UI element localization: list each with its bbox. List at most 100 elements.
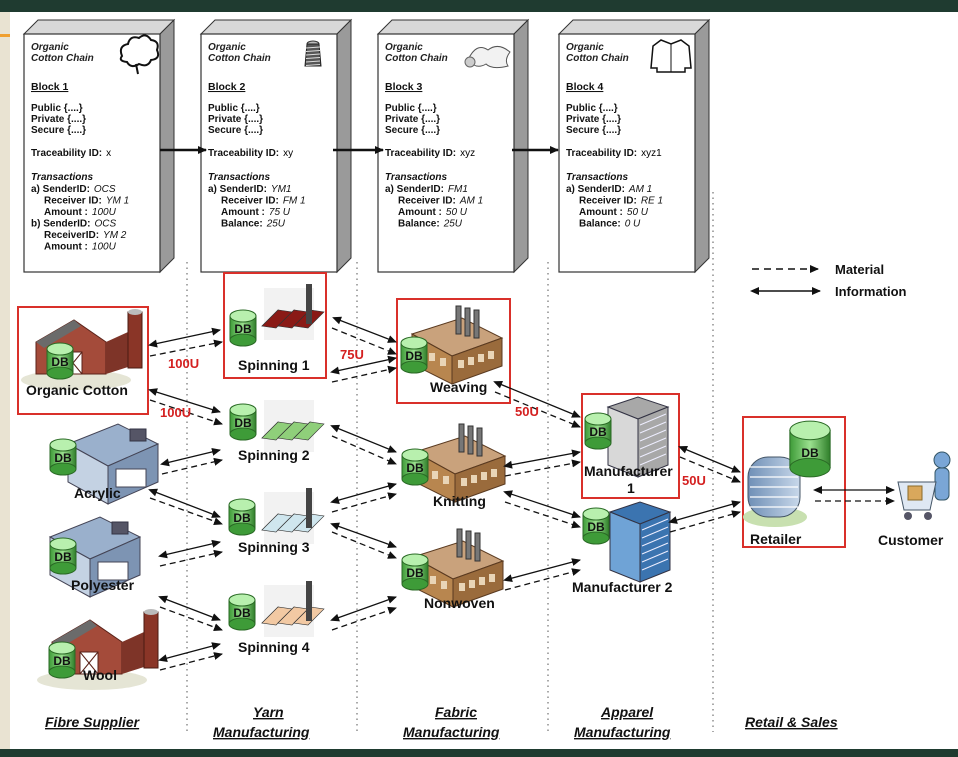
block-chain-line2: Cotton Chain bbox=[566, 53, 629, 64]
transaction-key: Receiver ID: bbox=[398, 196, 456, 207]
organic-cotton-barn-icon bbox=[21, 309, 143, 390]
transaction-value: YM 1 bbox=[106, 196, 129, 207]
block-title: Block 2 bbox=[208, 81, 246, 93]
block-field: Public {....} bbox=[31, 103, 83, 114]
block-chain-line1: Organic bbox=[385, 42, 423, 53]
block-side-face bbox=[336, 18, 352, 274]
traceability-value: xy bbox=[283, 148, 293, 159]
label-manufacturer-1: Manufacturer bbox=[584, 463, 673, 479]
transaction-value: 50 U bbox=[627, 207, 649, 218]
transaction-value: 100U bbox=[92, 242, 117, 253]
transaction-line: a) SenderID:YM1 bbox=[208, 184, 291, 195]
block-field: Private {....} bbox=[566, 114, 621, 125]
transaction-line: Amount : 100U bbox=[44, 207, 117, 218]
material-arrow bbox=[331, 365, 397, 383]
transaction-line: a) SenderID:AM 1 bbox=[566, 184, 652, 195]
manufacturer-2-building-icon bbox=[608, 501, 672, 583]
transaction-value: AM 1 bbox=[459, 196, 483, 207]
stage-fibre-supplier: Fibre Supplier bbox=[45, 714, 141, 730]
amount-label: 100U bbox=[160, 405, 191, 420]
transaction-key: ReceiverID: bbox=[44, 230, 99, 241]
spinning-1-mill-icon bbox=[261, 284, 325, 340]
label-acrylic: Acrylic bbox=[74, 485, 121, 501]
label-retailer: Retailer bbox=[750, 531, 802, 547]
traceability-value: x bbox=[106, 148, 111, 159]
material-arrow bbox=[331, 531, 397, 559]
transaction-key: Amount : bbox=[44, 207, 88, 218]
amount-label: 100U bbox=[168, 356, 199, 371]
label-wool: Wool bbox=[83, 667, 117, 683]
block-field: Secure {....} bbox=[385, 125, 440, 136]
db-label: DB bbox=[54, 451, 72, 465]
block-field: Secure {....} bbox=[31, 125, 86, 136]
traceability-line: Traceability ID:xy bbox=[208, 148, 293, 159]
database-icon: DB bbox=[48, 641, 76, 679]
information-arrow bbox=[503, 490, 581, 519]
block-title: Block 1 bbox=[31, 81, 69, 93]
information-arrow bbox=[332, 316, 397, 343]
block-chain-line1: Organic bbox=[566, 42, 604, 53]
material-arrow bbox=[161, 457, 223, 475]
transactions-label: Transactions bbox=[385, 172, 447, 183]
material-arrow bbox=[504, 568, 581, 591]
transactions-label: Transactions bbox=[566, 172, 628, 183]
transaction-key: Amount : bbox=[579, 207, 623, 218]
material-arrow bbox=[149, 339, 223, 357]
customer-shopper-icon bbox=[897, 451, 951, 520]
material-arrow bbox=[149, 399, 223, 426]
material-arrow bbox=[494, 391, 581, 428]
information-arrow bbox=[503, 449, 581, 469]
transaction-key: Balance: bbox=[221, 219, 263, 230]
transaction-key: Amount : bbox=[44, 242, 88, 253]
block-chain-line2: Cotton Chain bbox=[208, 53, 271, 64]
traceability-line: Traceability ID:xyz bbox=[385, 148, 475, 159]
stage-fabric-line2: Manufacturing bbox=[403, 724, 500, 740]
transaction-line: Amount : 50 U bbox=[579, 207, 649, 218]
block-front-face bbox=[377, 33, 515, 273]
material-arrow bbox=[159, 606, 223, 631]
transaction-line: Amount : 100U bbox=[44, 242, 117, 253]
manufacturer-1-building-icon bbox=[606, 396, 670, 478]
db-label: DB bbox=[406, 461, 424, 475]
transaction-key: a) SenderID: bbox=[566, 184, 625, 195]
traceability-line: Traceability ID:xyz1 bbox=[566, 148, 662, 159]
material-arrow bbox=[331, 606, 397, 631]
transaction-value: 100U bbox=[92, 207, 117, 218]
amount-label: 50U bbox=[515, 404, 539, 419]
information-arrow bbox=[330, 595, 397, 622]
database-icon: DB bbox=[401, 553, 429, 591]
transaction-line: Balance:25U bbox=[221, 219, 286, 230]
information-arrow bbox=[668, 500, 741, 524]
acrylic-factory-icon bbox=[66, 423, 160, 505]
transaction-value: YM 2 bbox=[103, 230, 127, 241]
db-label: DB bbox=[233, 511, 251, 525]
transaction-value: AM 1 bbox=[628, 184, 652, 195]
block-field: Public {....} bbox=[208, 103, 260, 114]
information-arrow bbox=[158, 539, 221, 559]
block-side-face bbox=[513, 18, 529, 274]
spinning-4-mill-icon bbox=[261, 581, 325, 637]
transaction-line: Receiver ID:RE 1 bbox=[579, 196, 663, 207]
db-label: DB bbox=[405, 349, 423, 363]
block-front-face bbox=[558, 33, 696, 273]
block-field: Private {....} bbox=[385, 114, 440, 125]
transaction-key: Receiver ID: bbox=[44, 196, 102, 207]
database-icon: DB bbox=[229, 403, 257, 441]
db-label: DB bbox=[234, 322, 252, 336]
block-field: Public {....} bbox=[566, 103, 618, 114]
amount-label: 50U bbox=[682, 473, 706, 488]
information-arrow bbox=[330, 424, 397, 453]
transactions-label: Transactions bbox=[31, 172, 93, 183]
transaction-value: 25U bbox=[443, 219, 463, 230]
db-label: DB bbox=[233, 606, 251, 620]
stage-apparel-line2: Manufacturing bbox=[574, 724, 671, 740]
block-title: Block 4 bbox=[566, 81, 604, 93]
node-labels: Organic Cotton Acrylic Polyester Wool Sp… bbox=[26, 357, 944, 683]
spinning-2-mill-icon bbox=[261, 400, 325, 452]
transaction-key: b) SenderID: bbox=[31, 219, 90, 230]
transaction-value: YM1 bbox=[271, 184, 292, 195]
